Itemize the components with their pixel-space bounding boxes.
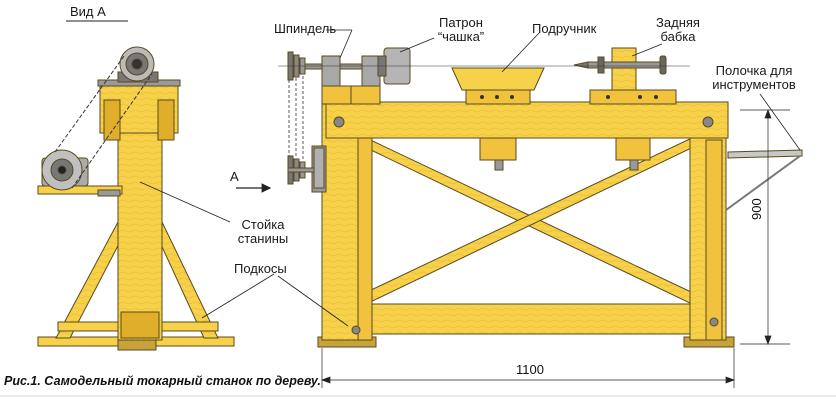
dimension-length: [321, 348, 735, 388]
view-arrow-label: А: [230, 169, 239, 184]
front-motor-body: [313, 147, 325, 189]
side-post-end: [120, 311, 160, 339]
spindle-leader-2: [339, 29, 353, 59]
chuck-leader: [399, 37, 435, 53]
chuck-label-line1: Патрон: [439, 15, 483, 30]
tailstock-label: Задняя бабка: [648, 16, 708, 44]
tailstock-dot-2: [638, 95, 642, 99]
tool-rest-clamp: [479, 137, 517, 161]
tailstock-label-line1: Задняя: [656, 15, 700, 30]
side-belt-2: [71, 73, 153, 189]
tailstock-dot-3: [654, 95, 658, 99]
height-dimension-label: 900: [749, 198, 764, 220]
front-view: [287, 47, 803, 348]
spindle-label: Шпиндель: [274, 21, 337, 36]
tool-rest-dot-2: [495, 95, 499, 99]
chuck-label: Патрон “чашка”: [424, 16, 498, 44]
front-bed-beam: [325, 101, 729, 139]
side-top-block-r: [157, 99, 175, 141]
side-view: [37, 20, 235, 351]
bolt-3: [351, 325, 361, 335]
tailstock-clamp-bolt: [629, 159, 639, 171]
tool-shelf-strut: [725, 155, 801, 211]
braces-leader-1: [201, 273, 275, 319]
motor-shaft: [287, 167, 315, 173]
front-leg-left-inner: [357, 133, 373, 341]
shelf-leader: [759, 93, 801, 151]
tailstock-dot-1: [606, 95, 610, 99]
tool-rest-leader: [501, 31, 541, 73]
side-motor-hub: [57, 165, 67, 175]
dimension-height: [740, 109, 790, 345]
side-motor-shelf-bracket: [97, 189, 121, 197]
braces-label: Подкосы: [234, 261, 287, 276]
side-pulley-inner: [131, 58, 143, 70]
frame-post-leader: [139, 181, 231, 223]
figure-caption: Рис.1. Самодельный токарный станок по де…: [4, 374, 321, 388]
side-foot: [117, 339, 157, 351]
bearing-2: [361, 55, 381, 87]
side-brace-right: [157, 220, 219, 339]
tool-rest-dot-3: [510, 95, 514, 99]
length-dimension-label: 1100: [516, 362, 544, 377]
tool-rest-dot-1: [480, 95, 484, 99]
tailstock-clamp: [615, 137, 651, 161]
tool-shelf-label-line2: инструментов: [712, 77, 796, 92]
tailstock-center: [573, 61, 589, 69]
tool-shelf-label: Полочка для инструментов: [704, 64, 804, 92]
tool-shelf-label-line1: Полочка для: [715, 63, 793, 78]
frame-post-label: Стойка станины: [226, 218, 300, 246]
tool-rest-clamp-bolt: [494, 159, 504, 171]
braces-leader-2: [277, 275, 349, 327]
bolt-1: [333, 116, 345, 128]
side-top-block-l: [103, 99, 121, 141]
tool-rest-label: Подручник: [532, 21, 597, 36]
frame-post-label-line1: Стойка: [241, 217, 285, 232]
front-bottom-stretcher: [339, 303, 711, 335]
tailstock-post: [611, 47, 637, 93]
frame-post-label-line2: станины: [237, 231, 289, 246]
view-a-label: Вид А: [70, 4, 106, 19]
tailstock-collar: [597, 56, 605, 74]
side-brace-left: [55, 220, 123, 339]
side-belt-1: [54, 55, 125, 153]
tailstock-handwheel: [659, 55, 667, 75]
tailstock-base: [589, 89, 677, 105]
bearing-1: [321, 55, 341, 87]
tool-rest-cup: [451, 67, 545, 91]
chuck-label-line2: “чашка”: [437, 29, 485, 44]
tailstock-label-line2: бабка: [660, 29, 696, 44]
bolt-2: [702, 116, 714, 128]
front-leg-right-inner: [705, 139, 723, 341]
bolt-4: [709, 317, 719, 327]
tool-shelf: [727, 149, 803, 159]
tailstock-leader: [631, 43, 663, 57]
